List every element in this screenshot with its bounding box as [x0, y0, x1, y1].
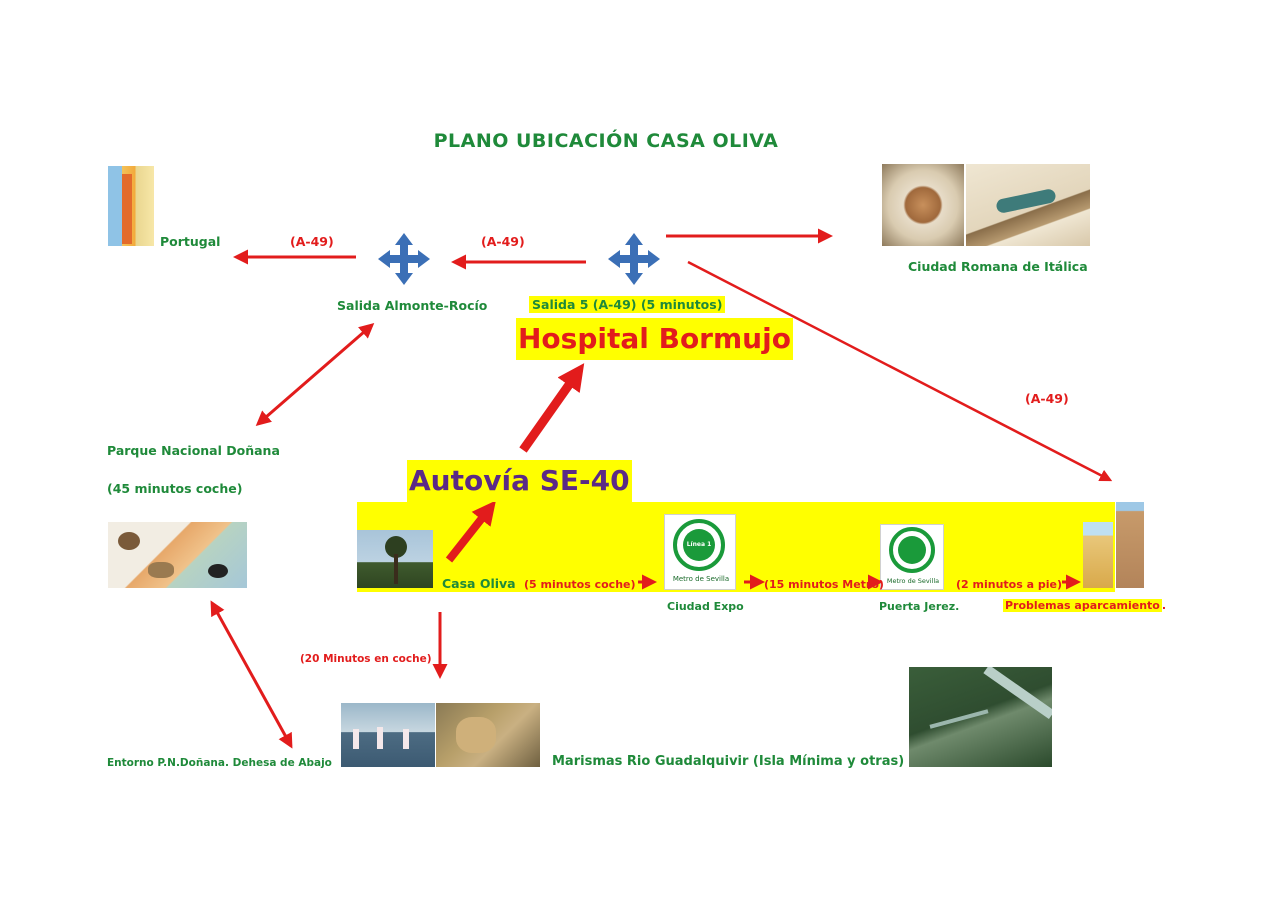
- label-a49-right: (A-49): [1025, 391, 1069, 406]
- giralda-image: [1116, 502, 1144, 588]
- label-autovia-se40: Autovía SE-40: [407, 460, 632, 502]
- crossroad-icon-salida5: [608, 233, 660, 285]
- label-5-min-car: (5 minutos coche): [524, 578, 636, 591]
- label-hospital-bormujo: Hospital Bormujo: [516, 318, 793, 360]
- label-portugal: Portugal: [160, 234, 221, 249]
- marismas-aerial-image: [909, 667, 1052, 767]
- label-entorno-donana: Entorno P.N.Doñana. Dehesa de Abajo: [107, 757, 332, 769]
- arrow-donana-entorno: [210, 600, 293, 749]
- label-puerta-jerez: Puerta Jerez.: [879, 600, 960, 613]
- lynx-image: [436, 703, 540, 767]
- label-donana-time: (45 minutos coche): [107, 481, 243, 496]
- problemas-dot: .: [1161, 599, 1167, 612]
- casa-oliva-landscape-image: [357, 530, 433, 588]
- page-title: PLANO UBICACIÓN CASA OLIVA: [433, 130, 779, 152]
- label-italica: Ciudad Romana de Itálica: [908, 259, 1088, 274]
- label-problemas-aparcamiento: Problemas aparcamiento.: [1003, 599, 1166, 612]
- flamingos-image: [341, 703, 435, 767]
- arrow-to-hospital: [519, 363, 585, 453]
- label-marismas: Marismas Rio Guadalquivir (Isla Mínima y…: [552, 754, 905, 769]
- label-parque-donana: Parque Nacional Doñana: [107, 443, 280, 458]
- label-15-min-metro: (15 minutos Metro): [764, 578, 884, 591]
- italica-mosaic-medusa-image: [882, 164, 964, 246]
- crossroad-icon-almonte: [378, 233, 430, 285]
- label-a49-left: (A-49): [290, 234, 334, 249]
- metro-sevilla-logo-puerta-jerez: Metro de Sevilla: [880, 524, 944, 590]
- portugal-map-image: [108, 166, 154, 246]
- label-20-min-car: (20 Minutos en coche): [300, 653, 432, 665]
- label-a49-mid: (A-49): [481, 234, 525, 249]
- torre-del-oro-image: [1083, 522, 1113, 588]
- arrow-to-autovia: [445, 500, 496, 563]
- donana-wildlife-map-image: [108, 522, 247, 588]
- arrow-to-sevilla-center: [687, 260, 1113, 482]
- problemas-text: Problemas aparcamiento: [1003, 599, 1162, 612]
- label-casa-oliva: Casa Oliva: [442, 576, 516, 591]
- italica-mosaic-peacock-image: [966, 164, 1090, 246]
- label-ciudad-expo: Ciudad Expo: [667, 600, 744, 613]
- metro-sevilla-logo-ciudad-expo: Línea 1 Metro de Sevilla: [664, 514, 736, 590]
- label-2-min-foot: (2 minutos a pie): [956, 578, 1062, 591]
- label-salida-5: Salida 5 (A-49) (5 minutos): [529, 296, 726, 313]
- arrow-almonte-donana: [255, 323, 375, 426]
- label-salida-almonte: Salida Almonte-Rocío: [337, 298, 488, 313]
